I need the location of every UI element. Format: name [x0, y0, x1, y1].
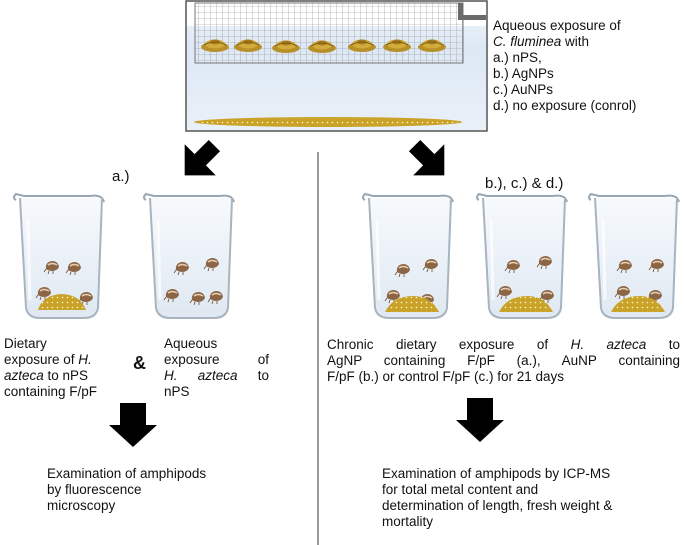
aqueous-line3-a: H.	[164, 368, 178, 383]
beaker-dietary	[12, 192, 106, 320]
label-left-section: a.)	[112, 168, 130, 185]
arrow-left-down	[169, 130, 230, 191]
label-right-section: b.), c.) & d.)	[485, 175, 564, 192]
right-result-line3: determination of length, fresh weight &	[382, 498, 613, 513]
aqueous-line2: exposure of	[164, 352, 269, 368]
aqueous-line3-c: to	[257, 368, 269, 383]
left-result-line1: Examination of amphipods	[47, 466, 207, 481]
left-result-text: Examination of amphipods by fluorescence…	[47, 466, 206, 514]
dietary-line3: azteca to nPS	[4, 368, 122, 384]
dietary-exposure-text: Dietary exposure of H. azteca to nPS con…	[4, 336, 122, 400]
arrow-down-left	[109, 403, 157, 447]
dietary-line3-text: to nPS	[43, 368, 89, 383]
tank-option-c: c.) AuNPs	[493, 82, 554, 97]
chronic-line1-species: H. azteca	[570, 337, 647, 352]
tank-description: Aqueous exposure of C. fluminea with a.)…	[493, 18, 636, 114]
chronic-line1-b: to	[646, 337, 680, 352]
species-fluminea: C. fluminea	[493, 34, 562, 49]
aqueous-line2-b: of	[257, 352, 269, 367]
tank-heading-line1: Aqueous exposure of	[493, 18, 621, 33]
dietary-line2-species: H.	[78, 352, 92, 367]
beaker-chronic-a	[361, 192, 455, 320]
beaker-chronic-b	[475, 192, 569, 320]
chronic-line1: Chronic dietary exposure of H. azteca to	[327, 337, 680, 353]
right-result-line2: for total metal content and	[382, 482, 539, 497]
ampersand: &	[133, 353, 146, 373]
aqueous-line1: Aqueous	[164, 336, 218, 351]
tank-option-d: d.) no exposure (conrol)	[493, 98, 637, 113]
chronic-line2: AgNP containing F/pF (a.), AuNP containi…	[327, 353, 680, 368]
dietary-line1: Dietary	[4, 336, 47, 351]
chronic-exposure-text: Chronic dietary exposure of H. azteca to…	[327, 337, 680, 385]
arrow-right-down	[399, 130, 460, 191]
aqueous-line3-b: azteca	[197, 368, 238, 383]
arrow-down-right	[456, 398, 504, 442]
aqueous-exposure-text: Aqueous exposure of H. azteca to nPS	[164, 336, 269, 400]
tank-option-a: a.) nPS,	[493, 50, 542, 65]
chronic-line1-a: Chronic dietary exposure of	[327, 337, 571, 352]
aqueous-line4: nPS	[164, 384, 190, 399]
right-result-line1: Examination of amphipods by ICP-MS	[382, 466, 611, 481]
right-result-line4: mortality	[382, 514, 434, 529]
beaker-chronic-c	[587, 192, 681, 320]
aqueous-line3: H. azteca to	[164, 368, 269, 384]
dietary-line3-species: azteca	[4, 368, 44, 383]
dietary-line2: exposure of H.	[4, 352, 122, 368]
tank-option-b: b.) AgNPs	[493, 66, 554, 81]
right-result-text: Examination of amphipods by ICP-MS for t…	[382, 466, 612, 530]
exposure-tank	[185, 0, 488, 132]
beaker-aqueous	[142, 192, 236, 320]
left-result-line2: by fluorescence	[47, 482, 142, 497]
left-result-line3: microscopy	[47, 498, 116, 513]
dietary-line2-text: exposure of	[4, 352, 79, 367]
aqueous-line2-a: exposure	[164, 352, 220, 367]
chronic-line3: F/pF (b.) or control F/pF (c.) for 21 da…	[327, 369, 565, 384]
tank-heading-with: with	[561, 34, 590, 49]
dietary-line4: containing F/pF	[4, 384, 98, 399]
